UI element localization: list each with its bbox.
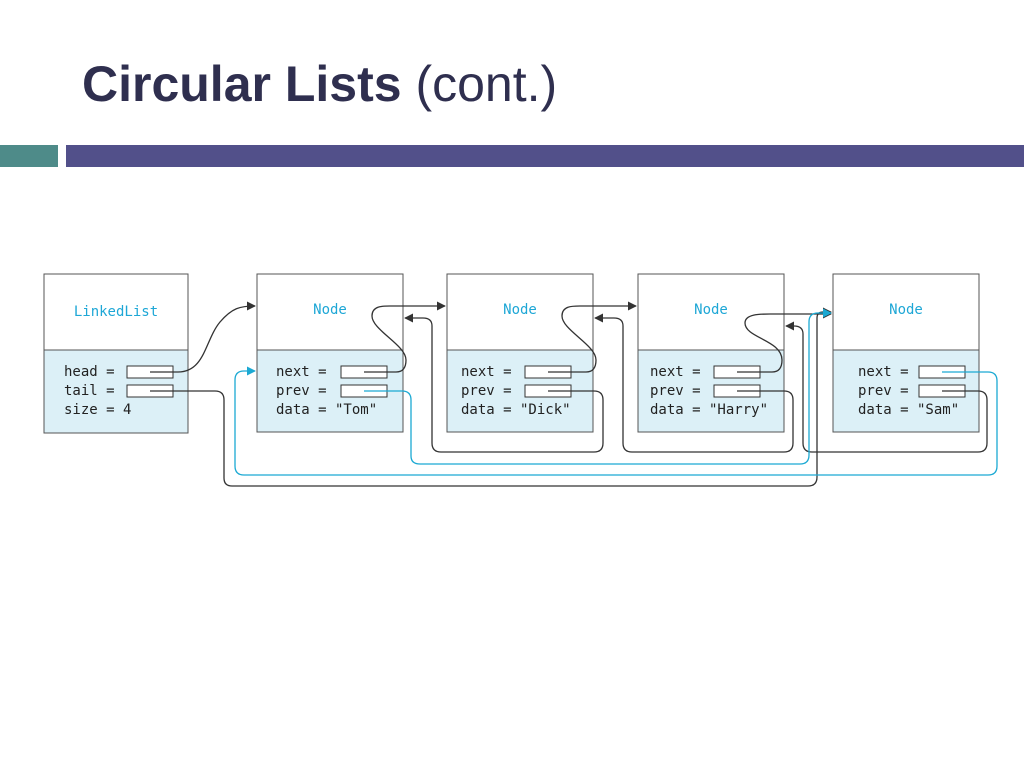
- tail-pointer-arrow: [150, 307, 832, 487]
- harry-prev-pointer-arrow: [594, 313, 794, 453]
- circular-list-diagram: LinkedList head = tail = size = 4 Node n…: [43, 273, 998, 487]
- data-field-label: data = "Tom": [276, 402, 377, 418]
- node-header: [832, 273, 980, 351]
- next-field-label: next =: [276, 364, 327, 380]
- slide-title: Circular Lists (cont.): [82, 52, 557, 116]
- title-underline-teal-bar: [0, 145, 58, 167]
- data-field-label: data = "Dick": [461, 402, 571, 418]
- node-harry: Node next = prev = data = "Harry": [637, 273, 785, 433]
- node-class-name: Node: [889, 302, 923, 318]
- linkedlist-header: [43, 273, 189, 351]
- next-field-label: next =: [858, 364, 909, 380]
- prev-field-label: prev =: [461, 383, 512, 399]
- tom-prev-pointer-arrow: [364, 308, 832, 465]
- data-field-label: data = "Sam": [858, 402, 959, 418]
- dick-next-pointer-arrow: [548, 301, 637, 373]
- node-sam: Node next = prev = data = "Sam": [832, 273, 980, 433]
- next-field-label: next =: [650, 364, 701, 380]
- prev-field-label: prev =: [276, 383, 327, 399]
- tom-next-pointer-arrow: [364, 301, 446, 373]
- node-tom: Node next = prev = data = "Tom": [256, 273, 404, 433]
- data-field-label: data = "Harry": [650, 402, 768, 418]
- harry-next-pointer-arrow: [737, 309, 832, 373]
- sam-prev-pointer-arrow: [785, 321, 988, 453]
- size-field-label: size = 4: [64, 402, 131, 418]
- title-suffix: (cont.): [415, 56, 558, 112]
- head-pointer-arrow: [150, 301, 256, 373]
- head-field-label: head =: [64, 364, 115, 380]
- title-underline-purple-bar: [66, 145, 1024, 167]
- linkedlist-class-name: LinkedList: [74, 304, 158, 320]
- dick-prev-pointer-arrow: [404, 313, 604, 453]
- prev-field-label: prev =: [858, 383, 909, 399]
- next-field-label: next =: [461, 364, 512, 380]
- node-dick: Node next = prev = data = "Dick": [446, 273, 594, 433]
- node-class-name: Node: [503, 302, 537, 318]
- title-main: Circular Lists: [82, 56, 402, 112]
- tail-field-label: tail =: [64, 383, 115, 399]
- node-class-name: Node: [313, 302, 347, 318]
- node-class-name: Node: [694, 302, 728, 318]
- prev-field-label: prev =: [650, 383, 701, 399]
- sam-next-pointer-arrow: [234, 366, 998, 476]
- node-header: [256, 273, 404, 351]
- linkedlist-object: LinkedList head = tail = size = 4: [43, 273, 189, 434]
